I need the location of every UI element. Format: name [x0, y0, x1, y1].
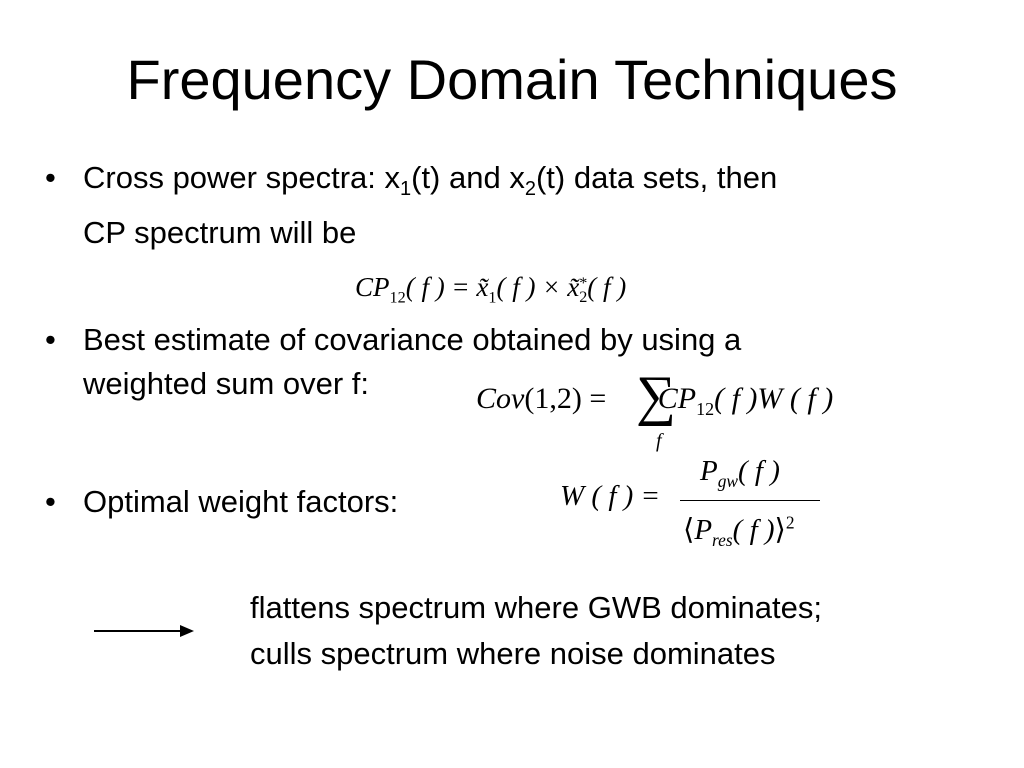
- bullet-line: Optimal weight factors:: [83, 484, 399, 519]
- summation-index: f: [656, 430, 662, 452]
- bullet-cross-power: • Cross power spectra: x1(t) and x2(t) d…: [45, 156, 777, 255]
- eq-cov-term-sub: 12: [696, 399, 715, 419]
- note-line: culls spectrum where noise dominates: [250, 636, 776, 671]
- summation-symbol: ∑: [636, 365, 676, 427]
- eq-cp-mid: ( f ) ×: [496, 272, 561, 302]
- eq-w-num-sub: gw: [717, 470, 739, 491]
- eq-cov-args: (1,2): [524, 382, 582, 415]
- eq-cov-term: CP: [657, 382, 697, 415]
- eq-w-num: P: [700, 455, 718, 487]
- eq-cp-end: ( f ): [587, 272, 627, 302]
- equation-cross-power: CP12( f ) = x̃1( f ) × x̃*2( f ): [355, 272, 626, 307]
- equation-covariance: Cov(1,2) = CP12( f )W ( f ): [476, 382, 833, 420]
- eq-cp-lhs-sub: 12: [389, 288, 406, 307]
- eq-cov-eq: =: [589, 382, 607, 415]
- bullet-covariance: • Best estimate of covariance obtained b…: [45, 318, 742, 406]
- bullet-dot: •: [45, 484, 56, 519]
- eq-cp-lhs: CP: [355, 272, 390, 302]
- eq-w-den-pow: 2: [785, 512, 795, 533]
- eq-w-den-open: ⟨: [683, 514, 695, 546]
- equation-weight-lhs: W ( f ) =: [560, 480, 661, 512]
- eq-w-den-close: ⟩: [774, 514, 786, 546]
- eq-cov-rest: ( f )W ( f ): [714, 382, 834, 415]
- eq-w-den: P: [694, 514, 713, 546]
- bullet-text: (t) data sets, then: [535, 160, 778, 195]
- eq-cp-arg: ( f ) =: [405, 272, 470, 302]
- bullet-line: Best estimate of covariance obtained by …: [83, 322, 742, 357]
- arrow-note: flattens spectrum where GWB dominates; c…: [250, 585, 822, 677]
- bullet-optimal-weight: • Optimal weight factors:: [45, 480, 399, 524]
- eq-w-den-sub: res: [712, 529, 733, 550]
- eq-cp-x2-sup: *: [579, 273, 588, 292]
- slide-title: Frequency Domain Techniques: [126, 48, 898, 111]
- bullet-line: weighted sum over f:: [83, 366, 370, 401]
- eq-cp-x1-sub: 1: [488, 288, 497, 307]
- bullet-line: Cross power spectra: x1(t) and x2(t) dat…: [83, 156, 777, 211]
- eq-cp-x2: x̃: [567, 272, 580, 302]
- note-line: flattens spectrum where GWB dominates;: [250, 590, 823, 625]
- eq-w-num-arg: ( f ): [738, 455, 780, 487]
- bullet-line: CP spectrum will be: [83, 215, 357, 251]
- eq-cov-lhs: Cov: [476, 382, 525, 415]
- equation-weight-denominator: ⟨Pres( f )⟩2: [683, 512, 795, 551]
- right-arrow-icon: [94, 625, 194, 637]
- bullet-dot: •: [45, 160, 56, 195]
- subscript: 2: [524, 178, 536, 201]
- bullet-dot: •: [45, 322, 56, 357]
- eq-cp-x1: x̃: [476, 272, 489, 302]
- bullet-text: Cross power spectra: x: [83, 160, 400, 195]
- eq-w-den-arg: ( f ): [732, 514, 775, 546]
- eq-cp-x2-sub: 2: [579, 287, 588, 306]
- bullet-text: (t) and x: [411, 160, 525, 195]
- fraction-bar: [680, 500, 820, 501]
- subscript: 1: [400, 178, 412, 201]
- equation-weight-numerator: Pgw( f ): [700, 455, 780, 492]
